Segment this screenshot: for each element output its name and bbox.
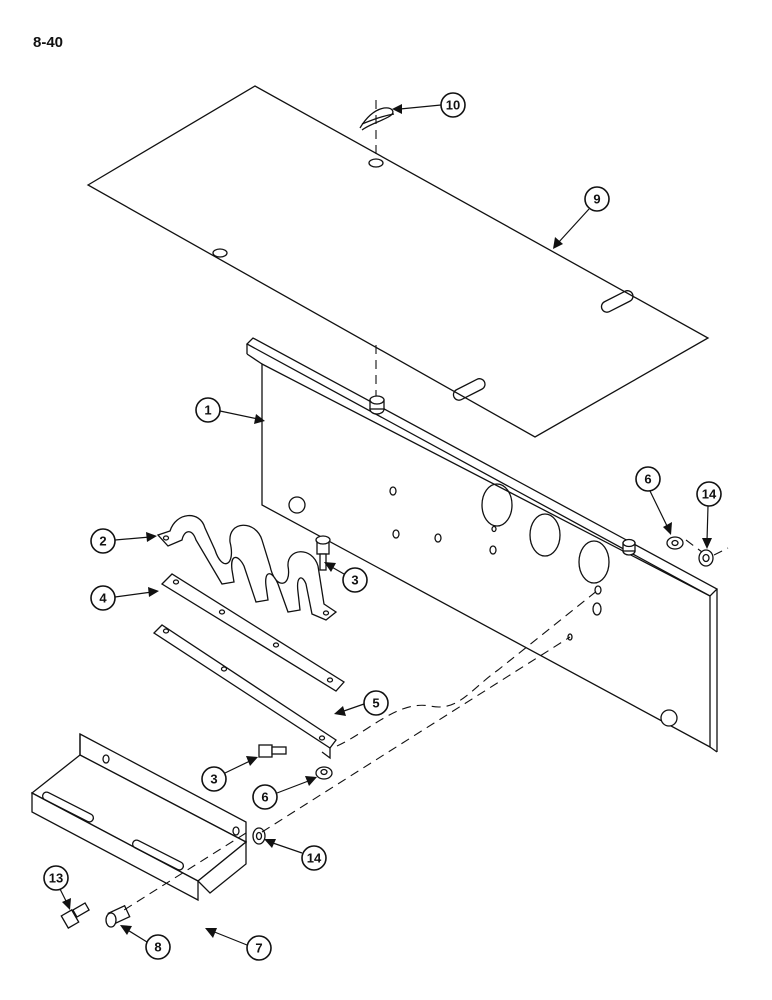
callout-10: 10 (392, 92, 466, 118)
callout-9: 9 (553, 186, 610, 249)
svg-text:13: 13 (49, 871, 63, 886)
callout-7: 7 (205, 928, 272, 961)
svg-text:10: 10 (446, 98, 460, 113)
angle-bracket (30, 732, 248, 902)
callout-2: 2 (90, 528, 157, 554)
svg-text:4: 4 (99, 591, 107, 606)
spacer-8 (105, 904, 131, 928)
bolt-13 (60, 902, 90, 929)
pipe-clamp (156, 514, 338, 621)
svg-text:3: 3 (351, 573, 358, 588)
main-bracket (245, 337, 719, 753)
callout-1: 1 (195, 397, 265, 424)
svg-text:1: 1 (204, 403, 211, 418)
callout-13: 13 (43, 865, 71, 910)
svg-text:8: 8 (154, 940, 161, 955)
svg-text:14: 14 (702, 487, 717, 502)
strap-plate (160, 573, 345, 692)
callout-8: 8 (120, 925, 171, 960)
page-number: 8-40 (33, 34, 64, 51)
bolt-lower (258, 744, 287, 758)
callout-6-right: 6 (635, 466, 672, 535)
callout-3-lower: 3 (201, 756, 258, 792)
callout-6-lower: 6 (252, 776, 317, 810)
svg-text:6: 6 (644, 472, 651, 487)
svg-text:2: 2 (99, 534, 106, 549)
svg-text:5: 5 (372, 696, 379, 711)
svg-text:9: 9 (593, 192, 600, 207)
callout-5: 5 (334, 690, 389, 716)
nut-lower (315, 766, 333, 780)
cover-plate (86, 85, 710, 438)
bolt-upper (315, 535, 331, 571)
svg-text:3: 3 (210, 772, 217, 787)
hairpin-clip (359, 100, 395, 158)
svg-text:7: 7 (255, 941, 262, 956)
callout-4: 4 (90, 585, 159, 611)
assembly-lines (123, 539, 729, 911)
callout-14-lower: 14 (264, 839, 327, 871)
lock-nut-right (698, 549, 714, 567)
lower-strap-plate (152, 624, 337, 760)
callout-3-upper: 3 (324, 562, 368, 593)
nut-right (666, 536, 684, 550)
lock-nut-lower (252, 827, 266, 845)
callout-14-right: 14 (696, 481, 722, 549)
svg-text:14: 14 (307, 851, 322, 866)
svg-text:6: 6 (261, 790, 268, 805)
